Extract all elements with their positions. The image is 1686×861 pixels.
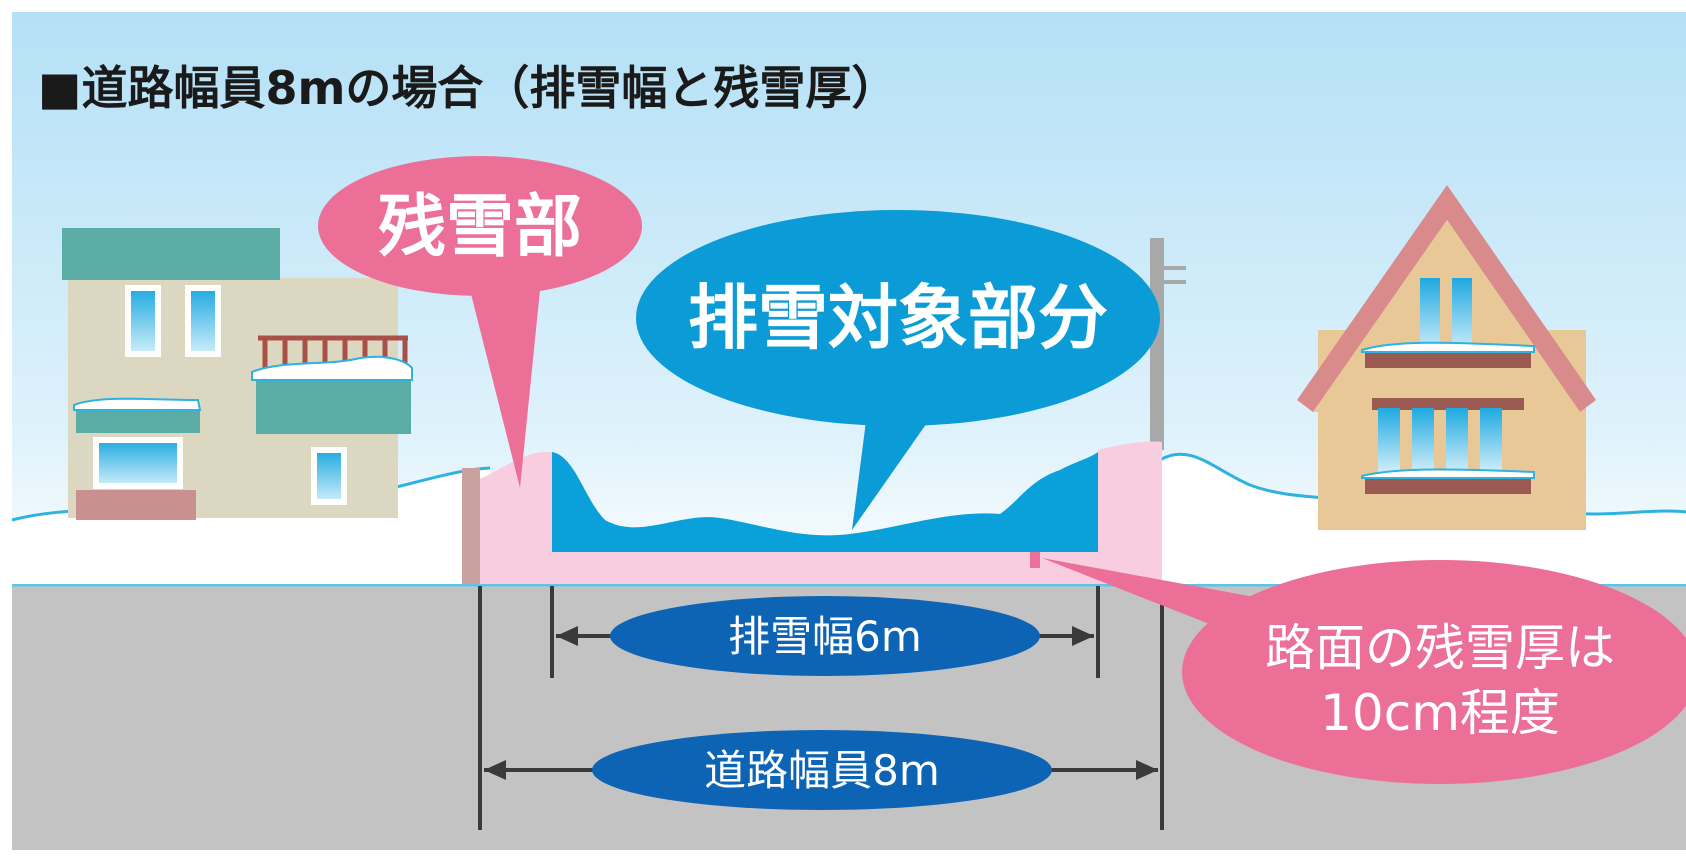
removal-target-bubble: 排雪対象部分 bbox=[636, 210, 1160, 530]
thickness-note-line2: 10cm程度 bbox=[1320, 684, 1560, 742]
removal-width-ellipse bbox=[610, 596, 1040, 676]
house-left bbox=[62, 228, 413, 520]
dimension-arrows bbox=[484, 626, 1158, 780]
remaining-snow-bubble: 残雪部 bbox=[318, 156, 642, 488]
thickness-note-bubble: 路面の残雪厚は 10cm程度 bbox=[1042, 558, 1686, 784]
remaining-snow-label: 残雪部 bbox=[378, 188, 582, 267]
thickness-note-line1: 路面の残雪厚は bbox=[1265, 619, 1615, 677]
removal-target-label: 排雪対象部分 bbox=[688, 277, 1108, 359]
diagram-title: ■道路幅員8mの場合（排雪幅と残雪厚） bbox=[38, 61, 897, 115]
utility-pole bbox=[1150, 238, 1186, 450]
house-right bbox=[1297, 185, 1596, 530]
road-width-label: 道路幅員8m bbox=[704, 746, 940, 795]
removal-target-area bbox=[552, 452, 1098, 552]
road-width-ellipse bbox=[592, 730, 1052, 810]
removal-width-label: 排雪幅6m bbox=[728, 612, 922, 661]
